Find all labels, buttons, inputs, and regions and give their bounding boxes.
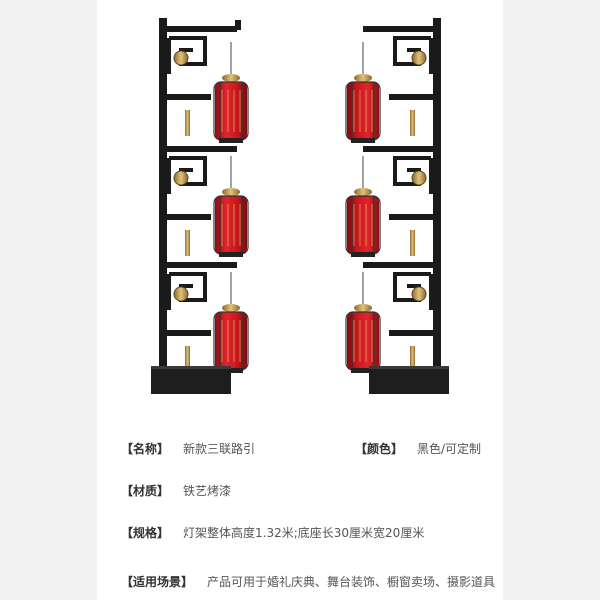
spec-usage: 【适用场景】产品可用于婚礼庆典、舞台装饰、橱窗卖场、摄影道具 <box>121 573 495 590</box>
spec-usage-label: 【适用场景】 <box>121 575 194 589</box>
spec-name: 【名称】新款三联路引 <box>121 440 255 457</box>
product-card: 【名称】新款三联路引 【颜色】黑色/可定制 【材质】铁艺烤漆 【规格】灯架整体高… <box>97 0 503 600</box>
spec-name-value: 新款三联路引 <box>183 442 256 456</box>
spec-material-value: 铁艺烤漆 <box>183 484 232 498</box>
spec-size-value: 灯架整体高度1.32米;底座长30厘米宽20厘米 <box>183 526 425 540</box>
spec-usage-value: 产品可用于婚礼庆典、舞台装饰、橱窗卖场、摄影道具 <box>207 575 496 589</box>
spec-color: 【颜色】黑色/可定制 <box>355 440 481 457</box>
spec-color-value: 黑色/可定制 <box>417 442 482 456</box>
spec-size: 【规格】灯架整体高度1.32米;底座长30厘米宽20厘米 <box>121 524 424 541</box>
right-lantern-stand <box>345 18 449 394</box>
spec-name-label: 【名称】 <box>121 442 170 456</box>
spec-material: 【材质】铁艺烤漆 <box>121 482 231 499</box>
spec-size-label: 【规格】 <box>121 526 170 540</box>
left-lantern-stand <box>151 18 249 394</box>
spec-material-label: 【材质】 <box>121 484 170 498</box>
product-photo-lantern-stands <box>97 0 503 420</box>
spec-color-label: 【颜色】 <box>355 442 404 456</box>
